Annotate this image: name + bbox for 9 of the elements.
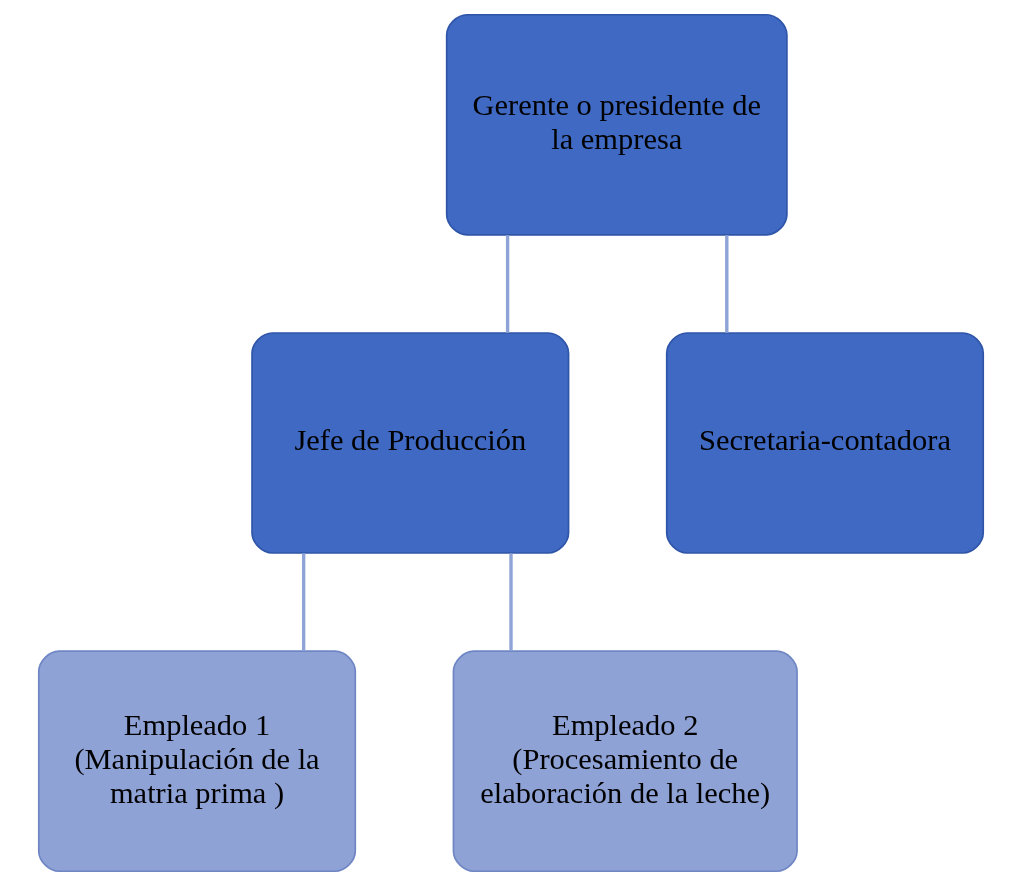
node-box: Secretaria-contadora bbox=[665, 332, 984, 554]
connector bbox=[301, 553, 305, 651]
node-box: Jefe de Producción bbox=[250, 332, 569, 554]
node-box: Empleado 1 (Manipulación de la matria prima ) bbox=[37, 650, 356, 873]
node-box: Gerente o presidente de la empresa bbox=[445, 13, 788, 236]
node-box: Empleado 2 (Procesamiento de elaboración de la leche) bbox=[452, 650, 798, 873]
connector bbox=[724, 235, 728, 333]
connector bbox=[505, 235, 509, 333]
connector bbox=[508, 553, 513, 651]
